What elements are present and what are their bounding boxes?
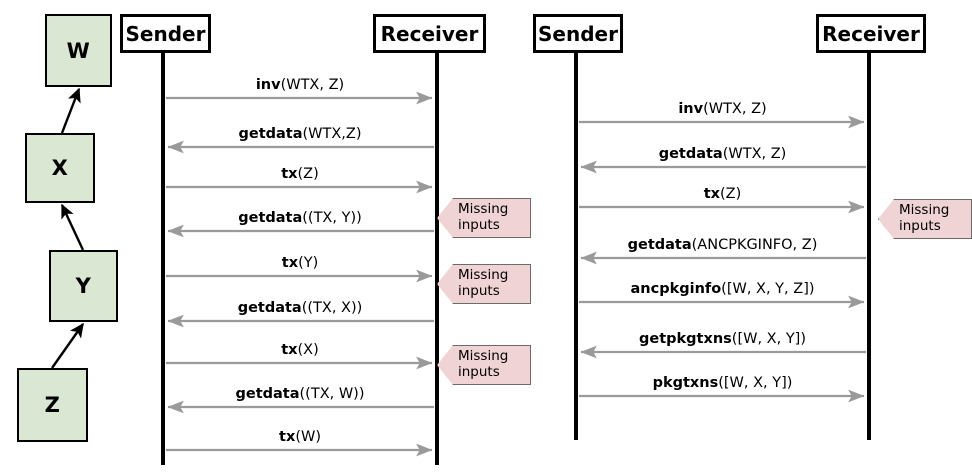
- message-arguments: (WTX, Z): [703, 101, 767, 117]
- message-command: tx: [281, 166, 298, 182]
- message-arguments: ([W, X, Y, Z]): [721, 281, 815, 297]
- callout-line-1: Missing: [458, 201, 509, 218]
- callout-line-2: inputs: [458, 217, 500, 233]
- message-label-tx-legacy-relay-4: tx(Y): [282, 256, 318, 271]
- message-command: getdata: [658, 146, 723, 162]
- message-label-getdata-legacy-relay-3: getdata((TX, Y)): [238, 211, 362, 226]
- message-command: getdata: [627, 237, 692, 253]
- message-arguments: (Y): [298, 255, 319, 271]
- message-command: inv: [255, 77, 281, 93]
- lifeline-sender-legacy-relay: [161, 53, 165, 465]
- lifeline-receiver-legacy-relay: [435, 53, 439, 465]
- callout-line-1: Missing: [458, 348, 509, 365]
- message-label-tx-legacy-relay-2: tx(Z): [281, 167, 319, 182]
- message-label-pkgtxns-package-relay-6: pkgtxns([W, X, Y]): [653, 376, 793, 391]
- message-arguments: (ANCPKGINFO, Z): [691, 237, 818, 253]
- tx-edge-x-to-w: [60, 87, 81, 134]
- message-label-getdata-legacy-relay-5: getdata((TX, X)): [238, 301, 363, 316]
- actor-box-receiver-package-relay: Receiver: [816, 14, 926, 53]
- lifeline-sender-package-relay: [574, 53, 578, 440]
- message-command: inv: [678, 101, 704, 117]
- actor-box-sender-legacy-relay: Sender: [120, 14, 211, 53]
- message-command: getdata: [235, 386, 300, 402]
- message-arguments: (W): [295, 429, 321, 445]
- message-arguments: ((TX, X)): [301, 300, 363, 316]
- actor-box-sender-package-relay: Sender: [533, 14, 623, 53]
- message-command: tx: [279, 429, 296, 445]
- callout-line-2: inputs: [899, 218, 941, 234]
- message-label-ancpkginfo-package-relay-4: ancpkginfo([W, X, Y, Z]): [630, 282, 814, 297]
- message-command: pkgtxns: [652, 375, 719, 391]
- message-label-inv-legacy-relay-0: inv(WTX, Z): [256, 78, 344, 93]
- message-label-getdata-legacy-relay-7: getdata((TX, W)): [235, 387, 364, 402]
- callout-line-1: Missing: [458, 267, 509, 284]
- message-command: getpkgtxns: [639, 331, 732, 347]
- message-label-getdata-legacy-relay-1: getdata(WTX,Z): [238, 127, 361, 142]
- lifeline-receiver-package-relay: [867, 53, 871, 440]
- message-label-inv-package-relay-0: inv(WTX, Z): [678, 102, 766, 117]
- message-arguments: ([W, X, Y]): [718, 375, 793, 391]
- message-label-getdata-package-relay-3: getdata(ANCPKGINFO, Z): [628, 238, 818, 253]
- message-arguments: (WTX,Z): [302, 126, 362, 142]
- message-command: tx: [281, 342, 298, 358]
- message-label-tx-package-relay-2: tx(Z): [704, 187, 742, 202]
- message-command: getdata: [238, 210, 303, 226]
- message-arguments: (WTX, Z): [280, 77, 345, 93]
- message-command: getdata: [238, 126, 303, 142]
- callout-line-2: inputs: [458, 364, 500, 380]
- message-arguments: ([W, X, Y]): [731, 331, 806, 347]
- message-arguments: (Z): [297, 166, 319, 182]
- callout-line-1: Missing: [899, 202, 950, 219]
- message-label-tx-legacy-relay-6: tx(X): [281, 343, 319, 358]
- message-command: tx: [281, 255, 299, 271]
- actor-box-receiver-legacy-relay: Receiver: [373, 14, 486, 53]
- tx-node-y: Y: [49, 250, 118, 322]
- message-arguments: ((TX, W)): [299, 386, 365, 402]
- tx-edge-y-to-x: [60, 203, 85, 251]
- tx-graph-edges: [51, 87, 85, 369]
- message-arguments: ((TX, Y)): [302, 210, 362, 226]
- callout-line-2: inputs: [458, 283, 500, 299]
- message-command: ancpkginfo: [630, 281, 722, 297]
- message-command: tx: [703, 186, 721, 202]
- tx-edge-z-to-y: [51, 322, 84, 369]
- message-label-getdata-package-relay-1: getdata(WTX, Z): [659, 147, 787, 162]
- tx-node-x: X: [25, 133, 95, 203]
- message-arguments: (X): [297, 342, 319, 358]
- message-label-getpkgtxns-package-relay-5: getpkgtxns([W, X, Y]): [639, 332, 806, 347]
- tx-node-w: W: [45, 14, 112, 87]
- message-label-tx-legacy-relay-8: tx(W): [279, 430, 321, 445]
- tx-node-z: Z: [17, 368, 88, 442]
- message-arguments: (Z): [720, 186, 742, 202]
- message-command: getdata: [237, 300, 302, 316]
- message-arguments: (WTX, Z): [722, 146, 787, 162]
